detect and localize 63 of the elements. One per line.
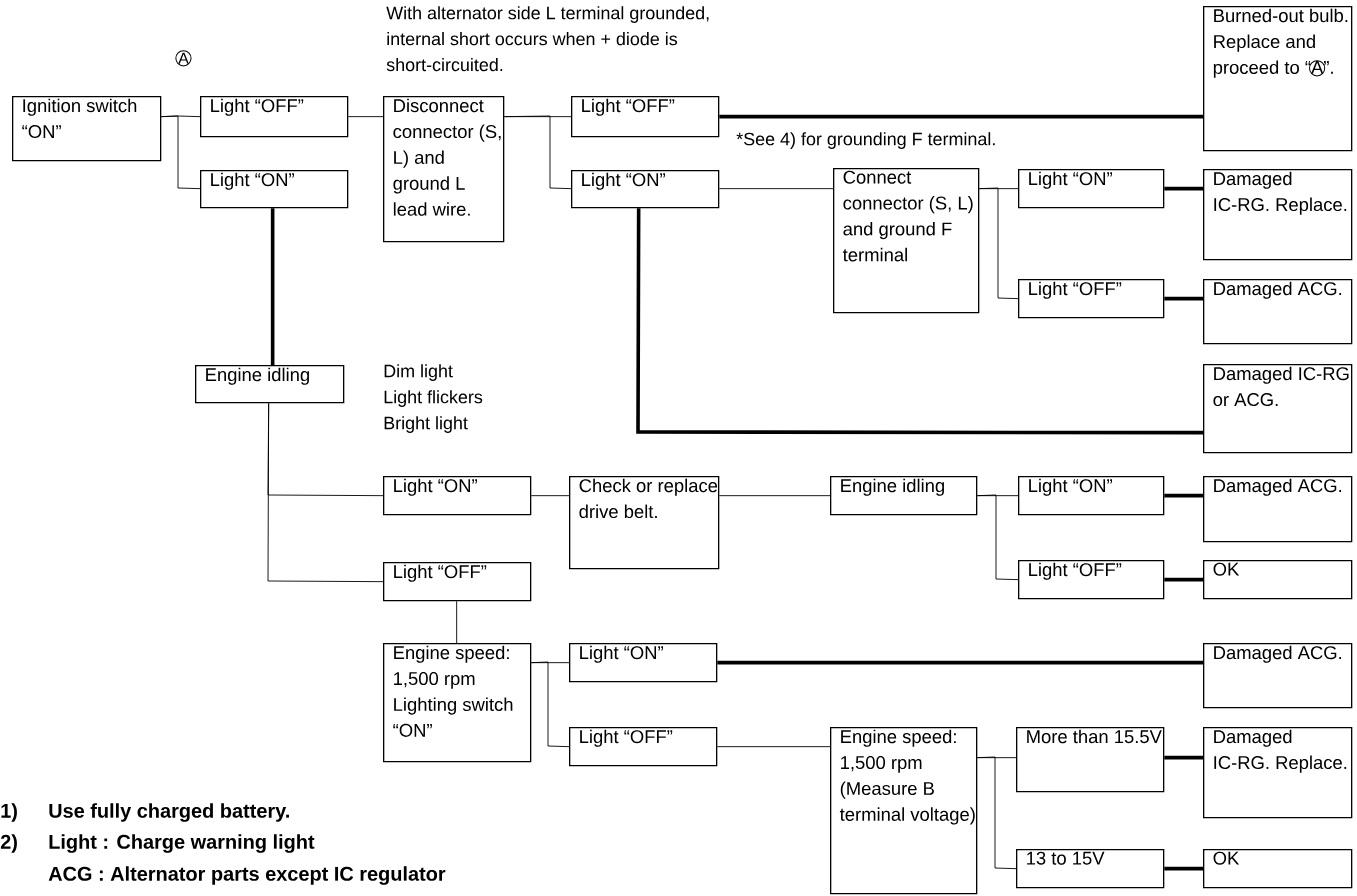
process-box: Connect connector (S, L) and ground F terminal	[833, 168, 980, 314]
connector-line	[636, 208, 1204, 435]
process-box: Light “ON”	[1018, 476, 1165, 516]
process-box: Damaged ACG.	[1203, 476, 1353, 543]
connector-line	[270, 208, 275, 365]
connector-line	[717, 660, 1203, 665]
process-box: OK	[1203, 849, 1353, 889]
process-box: Disconnect connector (S, L) and ground L lead wire.	[383, 96, 505, 243]
connector-line	[718, 495, 831, 497]
process-box: Engine idling	[195, 365, 345, 404]
process-box: Light “OFF”	[569, 727, 718, 767]
process-box: Ignition switch “ON”	[12, 96, 162, 162]
process-box: Light “ON”	[571, 170, 720, 209]
connector-line	[719, 114, 1203, 119]
connector-line	[1164, 493, 1203, 498]
connector-line	[160, 115, 201, 190]
footnote-number: 1)	[1, 803, 17, 822]
process-box: Light “ON”	[1018, 169, 1165, 209]
connector-line	[718, 188, 834, 190]
connector-line	[530, 495, 570, 497]
process-box: Damaged IC-RG. Replace.	[1203, 727, 1353, 819]
footnote-text: ACG : Alternator parts except IC regulator	[48, 866, 446, 885]
process-box: Damaged IC-RG or ACG.	[1203, 364, 1353, 454]
connector-line	[347, 116, 384, 118]
connector-line	[978, 187, 1019, 300]
connector-line	[456, 600, 458, 644]
process-box: More than 15.5V	[1016, 727, 1165, 793]
process-box: Check or replace drive belt.	[569, 476, 720, 570]
process-box: Light “OFF”	[1018, 279, 1165, 319]
connector-line	[503, 115, 572, 190]
condition-text: Dim light	[384, 364, 453, 381]
process-box: Light “OFF”	[1018, 560, 1165, 600]
process-box: Damaged ACG.	[1203, 643, 1353, 709]
connector-line	[1164, 755, 1203, 760]
process-box: Light “OFF”	[200, 96, 349, 138]
footnote-text: Use fully charged battery.	[49, 803, 289, 822]
process-box: Engine idling	[830, 476, 978, 516]
process-box: Light “OFF”	[383, 562, 532, 602]
connector-line	[530, 661, 570, 748]
process-box: OK	[1203, 560, 1353, 600]
connector-line	[976, 494, 1019, 581]
connector-line	[976, 756, 1017, 870]
connector-line	[267, 402, 384, 583]
process-box: Damaged IC-RG. Replace.	[1203, 169, 1353, 261]
note-text: *See 4) for grounding F terminal.	[736, 132, 995, 149]
condition-text: Light flickers	[384, 390, 483, 407]
condition-text: Bright light	[384, 416, 468, 433]
connector-line	[1164, 296, 1203, 301]
connector-line	[1164, 866, 1203, 871]
connector-line	[1164, 186, 1203, 191]
process-box: Engine speed: 1,500 rpm (Measure B terminal voltage)	[830, 727, 978, 895]
process-box: Damaged ACG.	[1203, 279, 1353, 345]
footnote-number: 2)	[0, 834, 17, 853]
connector-line	[1164, 577, 1203, 582]
connector-line	[716, 746, 831, 748]
process-box: Light “ON”	[200, 170, 349, 209]
process-box: Engine speed: 1,500 rpm Lighting switch “ON”	[383, 643, 532, 763]
process-box: Light “OFF”	[571, 96, 720, 138]
process-box: Light “ON”	[383, 476, 532, 516]
process-box: 13 to 15V	[1016, 849, 1165, 889]
process-box: Light “ON”	[569, 643, 718, 683]
note-text: With alternator side L terminal grounded, internal short occurs when + diode is short-circuited.	[386, 6, 709, 72]
footnote-text: Light : Charge warning light	[49, 834, 315, 853]
